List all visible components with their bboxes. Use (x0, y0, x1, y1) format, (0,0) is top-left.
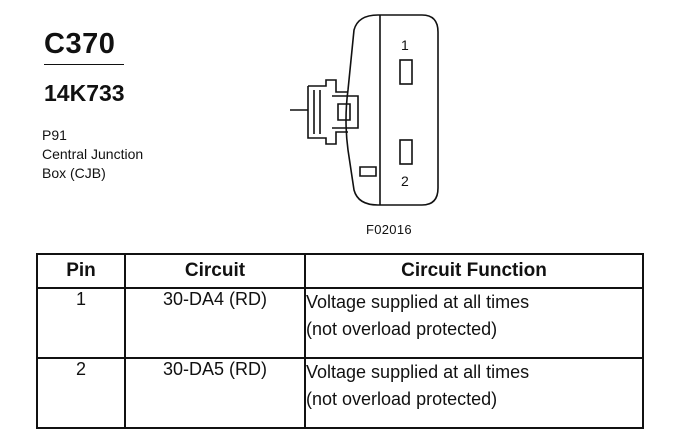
table-row: 2 30-DA5 (RD) Voltage supplied at all ti… (36, 357, 644, 429)
pin-cell: 2 (36, 357, 126, 429)
description-line: Box (CJB) (42, 165, 106, 181)
terminal-cavity-2 (399, 139, 413, 165)
header-circuit: Circuit (124, 253, 306, 289)
function-line: (not overload protected) (306, 319, 498, 339)
pin-label-2: 2 (401, 173, 409, 189)
function-line: (not overload protected) (306, 389, 498, 409)
connector-diagram: 1 2 (290, 14, 439, 206)
table-header-row: Pin Circuit Circuit Function (36, 253, 644, 289)
circuit-cell: 30-DA4 (RD) (124, 287, 306, 359)
title-rule (44, 64, 124, 65)
pin-cell: 1 (36, 287, 126, 359)
terminal-cavity-1 (399, 59, 413, 85)
connector-housing (345, 14, 439, 206)
circuit-function-cell: Voltage supplied at all times (not overl… (304, 287, 644, 359)
header-pin: Pin (36, 253, 126, 289)
table-row: 1 30-DA4 (RD) Voltage supplied at all ti… (36, 287, 644, 359)
description-line: Central Junction (42, 146, 144, 162)
figure-id: F02016 (366, 222, 412, 237)
circuit-function-cell: Voltage supplied at all times (not overl… (304, 357, 644, 429)
locking-tab (307, 79, 348, 145)
connector-description: P91 Central Junction Box (CJB) (42, 126, 143, 183)
function-line: Voltage supplied at all times (306, 292, 530, 312)
connector-id: C370 (44, 28, 116, 60)
pin-table: Pin Circuit Circuit Function 1 30-DA4 (R… (36, 253, 644, 429)
description-line: P91 (42, 127, 67, 143)
key-notch (359, 166, 377, 177)
pin-label-1: 1 (401, 37, 409, 53)
function-line: Voltage supplied at all times (306, 362, 530, 382)
circuit-cell: 30-DA5 (RD) (124, 357, 306, 429)
part-number: 14K733 (44, 80, 125, 106)
header-circuit-function: Circuit Function (304, 253, 644, 289)
